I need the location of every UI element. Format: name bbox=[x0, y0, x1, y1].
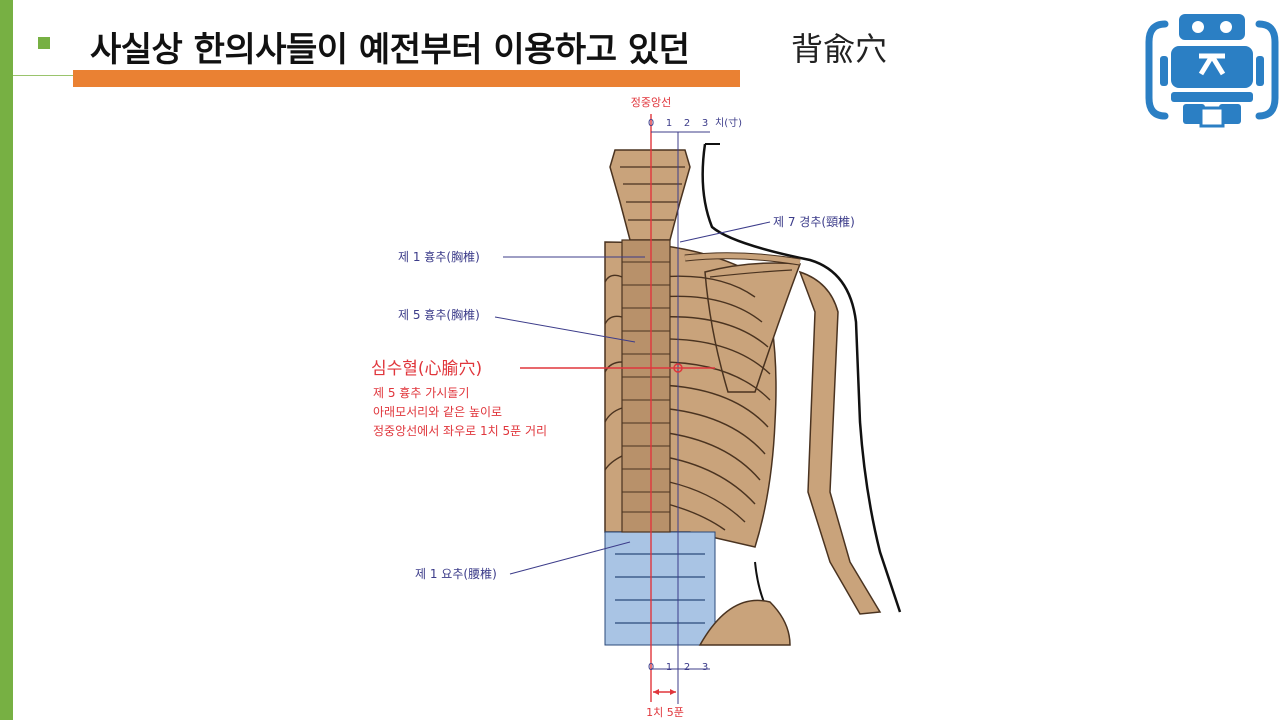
spine-diagram: 정중앙선 0 1 2 3 치(寸) 0 1 2 3 1치 5푼 제 7 경추(頸… bbox=[371, 96, 902, 719]
robot-logo-icon bbox=[1145, 14, 1279, 128]
scale-top-2: 2 bbox=[684, 118, 690, 129]
point-name: 심수혈(心腧穴) bbox=[371, 359, 482, 379]
bottom-distance-label: 1치 5푼 bbox=[646, 706, 684, 719]
point-desc-line-3: 정중앙선에서 좌우로 1치 5푼 거리 bbox=[373, 424, 547, 438]
midline-label: 정중앙선 bbox=[631, 96, 671, 109]
scale-bottom-1: 1 bbox=[666, 662, 672, 673]
point-desc-line-2: 아래모서리와 같은 높이로 bbox=[373, 405, 502, 419]
scale-bottom-2: 2 bbox=[684, 662, 690, 673]
scale-top-3: 3 bbox=[702, 118, 708, 129]
scale-top-1: 1 bbox=[666, 118, 672, 129]
scale-bottom-0: 0 bbox=[648, 662, 654, 673]
header-rule bbox=[13, 75, 73, 76]
title-bullet bbox=[38, 37, 50, 49]
point-desc-line-1: 제 5 흉추 가시돌기 bbox=[373, 386, 469, 400]
scale-bottom-3: 3 bbox=[702, 662, 708, 673]
scale-unit: 치(寸) bbox=[715, 116, 742, 129]
page-title-hanja: 背兪穴 bbox=[791, 30, 888, 68]
title-underline-bar bbox=[73, 70, 740, 87]
label-c7: 제 7 경추(頸椎) bbox=[773, 214, 855, 229]
label-t5: 제 5 흉추(胸椎) bbox=[398, 307, 480, 322]
left-accent-bar bbox=[0, 0, 13, 720]
label-t1: 제 1 흉추(胸椎) bbox=[398, 249, 480, 264]
page-title: 사실상 한의사들이 예전부터 이용하고 있던 bbox=[90, 30, 690, 70]
scale-top-0: 0 bbox=[648, 118, 654, 129]
label-l1: 제 1 요추(腰椎) bbox=[415, 566, 497, 581]
